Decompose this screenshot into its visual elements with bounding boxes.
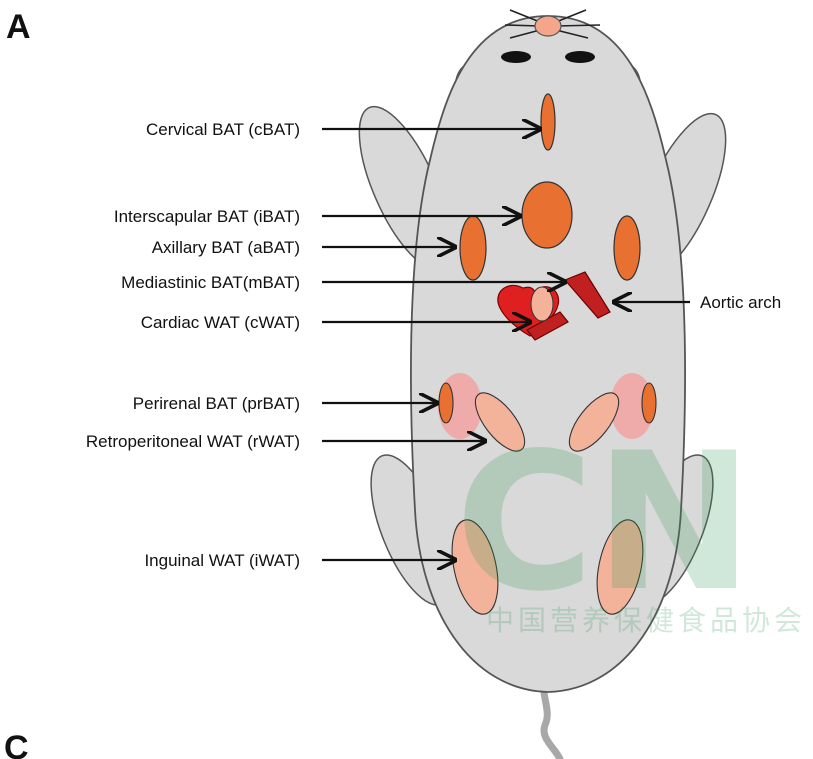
right-eye — [565, 51, 595, 63]
watermark-cjk: 中国营养保健食品协会 — [486, 604, 806, 637]
watermark: CN 中国营养保健食品协会 — [455, 412, 806, 637]
nose — [535, 16, 561, 36]
interscapular-bat-depot — [522, 182, 572, 248]
panel-letter-c: C — [4, 729, 29, 759]
label-perirenal-bat: Perirenal BAT (prBAT) — [133, 394, 300, 413]
axillary-bat-depot-right — [614, 216, 640, 280]
left-eye — [501, 51, 531, 63]
panel-letter-a: A — [6, 8, 31, 46]
perirenal-bat-depot-left — [439, 383, 453, 423]
label-axillary-bat: Axillary BAT (aBAT) — [152, 238, 300, 257]
label-retroperitoneal-wat: Retroperitoneal WAT (rWAT) — [86, 432, 300, 451]
label-aortic-arch: Aortic arch — [700, 293, 781, 312]
cervical-bat-depot — [541, 94, 555, 150]
label-cervical-bat: Cervical BAT (cBAT) — [146, 120, 300, 139]
label-inguinal-wat: Inguinal WAT (iWAT) — [144, 551, 300, 570]
label-mediastinic-bat: Mediastinic BAT(mBAT) — [121, 273, 300, 292]
label-cardiac-wat: Cardiac WAT (cWAT) — [141, 313, 300, 332]
axillary-bat-depot-left — [460, 216, 486, 280]
cardiac-wat-depot — [531, 287, 553, 321]
label-interscapular-bat: Interscapular BAT (iBAT) — [114, 207, 300, 226]
watermark-latin: CN — [455, 412, 753, 633]
